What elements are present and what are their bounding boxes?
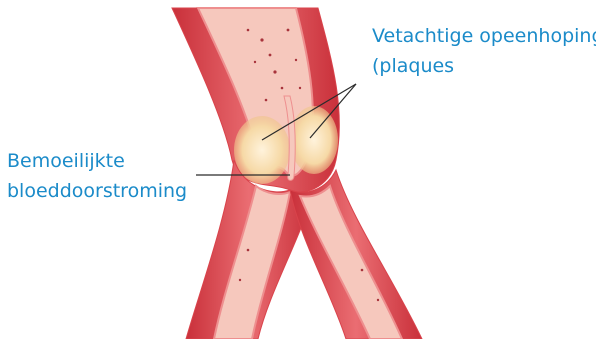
label-bloodflow-line1: Bemoeilijkte xyxy=(7,146,187,176)
plaque-deposit-right xyxy=(290,106,338,174)
label-bloodflow: Bemoeilijkte bloeddoorstroming xyxy=(7,146,187,206)
plaque-deposit-left xyxy=(234,116,290,184)
label-plaques-line2: (plaques xyxy=(372,51,596,81)
label-plaques-line1: Vetachtige opeenhoping xyxy=(372,21,596,51)
label-plaques: Vetachtige opeenhoping (plaques xyxy=(372,21,596,81)
label-bloodflow-line2: bloeddoorstroming xyxy=(7,176,187,206)
